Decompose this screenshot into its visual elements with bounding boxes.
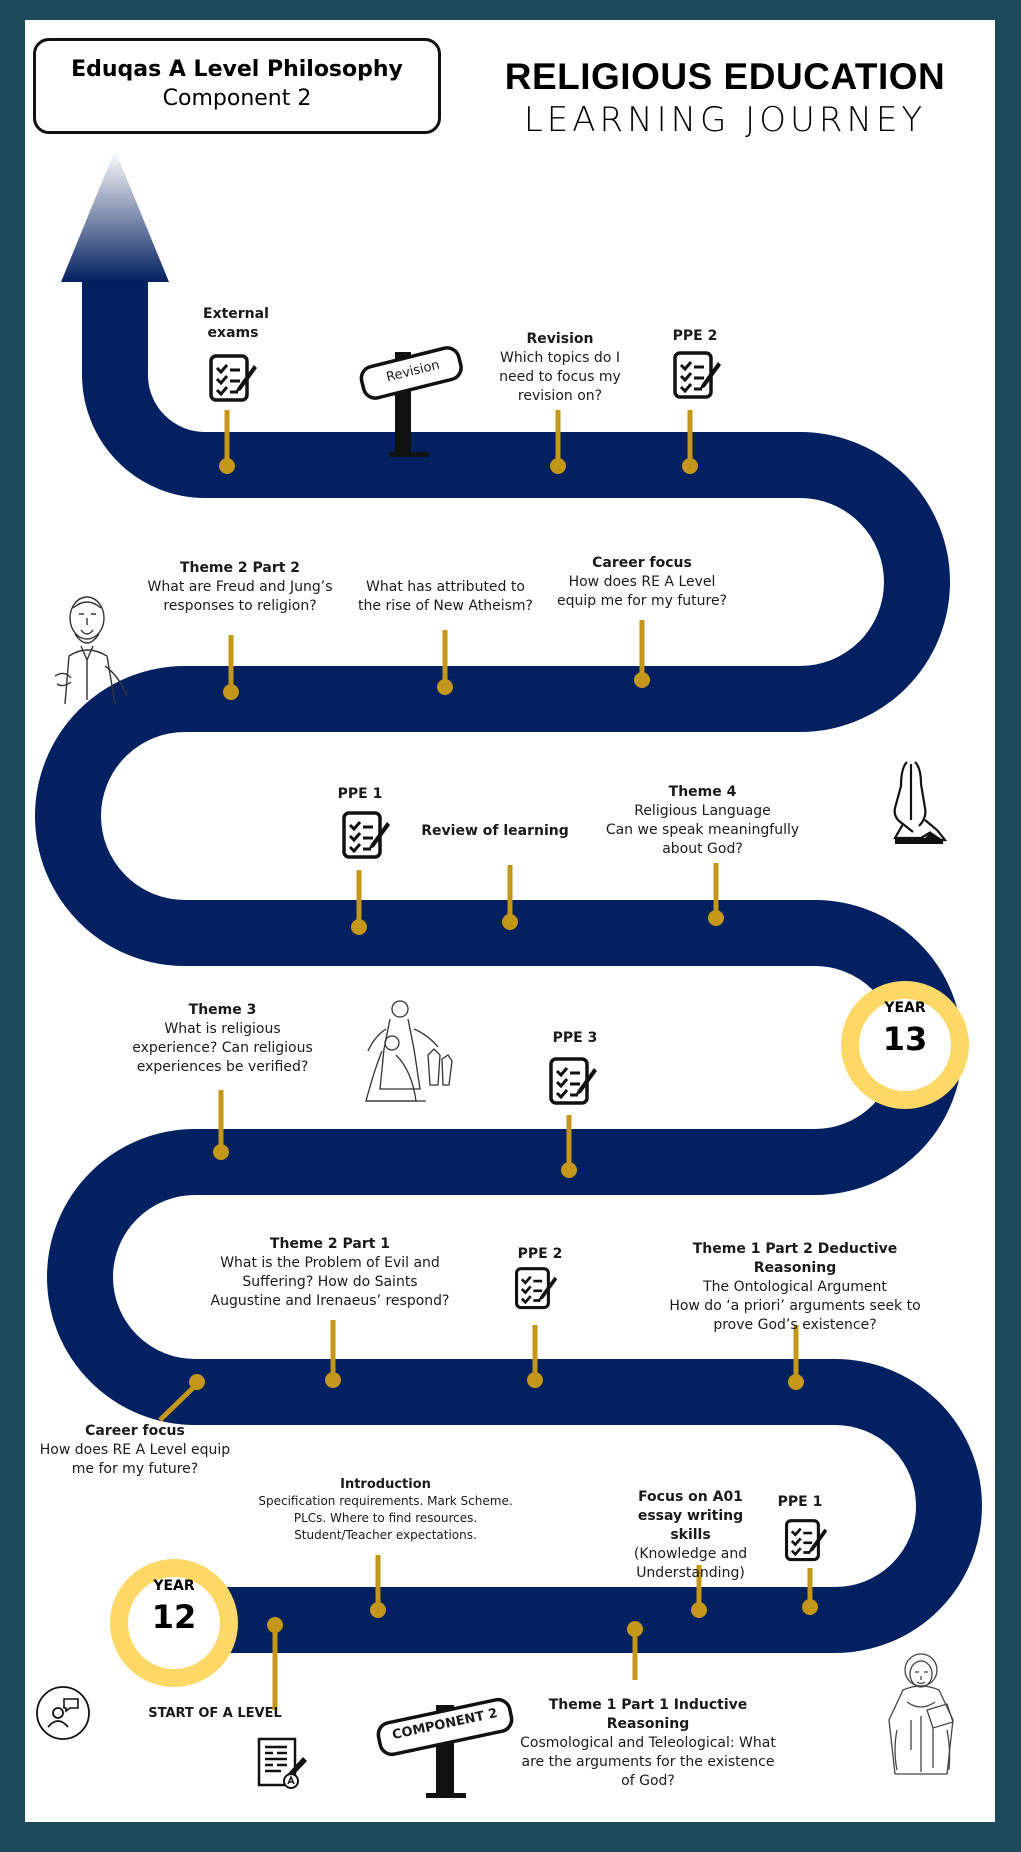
theme1-part2-milestone: Theme 1 Part 2 Deductive Reasoning The O… [655, 1240, 935, 1335]
ppe2-year12-label: PPE 2 [517, 1246, 563, 1262]
theme2-part1-text: What is the Problem of Evil and Sufferin… [210, 1255, 450, 1309]
praying-hands-icon [893, 761, 948, 844]
career-focus-year13: Career focus How does RE A Level equip m… [547, 554, 737, 611]
signpost-icon [376, 1697, 514, 1798]
freud-portrait-icon [54, 596, 128, 704]
introduction-milestone: Introduction Specification requirements.… [258, 1476, 513, 1544]
page-title-line1: RELIGIOUS EDUCATION [504, 56, 946, 97]
signpost-icon [359, 346, 463, 457]
theme4-milestone: Theme 4 Religious Language Can we speak … [595, 783, 810, 859]
review-of-learning-label: Review of learning [421, 823, 569, 839]
ppe3-label: PPE 3 [552, 1030, 598, 1046]
year12-label: YEAR [153, 1578, 195, 1594]
career-focus-year12: Career focus How does RE A Level equip m… [30, 1422, 240, 1479]
theme1-part1-title: Theme 1 Part 1 Inductive Reasoning [548, 1697, 748, 1732]
introduction-title: Introduction [340, 1477, 431, 1492]
year13-label: YEAR [884, 1000, 926, 1016]
a01-focus-title: Focus on A01 essay writing skills [637, 1489, 744, 1543]
year12-badge-ring [110, 1559, 238, 1687]
ppe1-year12-label: PPE 1 [777, 1494, 823, 1510]
external-exams-label: External exams [203, 306, 269, 341]
theme4-line1: Religious Language [634, 803, 771, 819]
career-focus-year12-title: Career focus [85, 1423, 185, 1439]
pins [158, 410, 818, 1710]
theme1-part2-line1: The Ontological Argument [703, 1279, 887, 1295]
introduction-text: Specification requirements. Mark Scheme.… [258, 1494, 513, 1542]
start-of-a-level-label: START OF A LEVEL [148, 1706, 282, 1721]
checklist-icon [549, 1057, 597, 1105]
a01-focus-text: (Knowledge and Understanding) [633, 1546, 748, 1581]
theme1-part1-milestone: Theme 1 Part 1 Inductive Reasoning Cosmo… [518, 1696, 778, 1791]
revision-milestone: Revision Which topics do I need to focus… [493, 330, 627, 406]
ppe1-year13-label: PPE 1 [337, 786, 383, 802]
year13-badge: YEAR 13 [855, 1000, 955, 1058]
checklist-icon [784, 1519, 828, 1562]
checklist-icon [342, 811, 390, 859]
theme4-title: Theme 4 [668, 784, 737, 800]
course-title-box: Eduqas A Level Philosophy Component 2 [33, 38, 441, 134]
checklist-icon [673, 351, 721, 399]
ppe2-year13-label: PPE 2 [672, 328, 718, 344]
theme2-part1-milestone: Theme 2 Part 1 What is the Problem of Ev… [210, 1235, 450, 1311]
page-title-line2: LEARNING JOURNEY [523, 100, 927, 140]
theme2-part2-milestone: Theme 2 Part 2 What are Freud and Jung’s… [135, 559, 345, 616]
new-atheism-text: What has attributed to the rise of New A… [358, 579, 533, 614]
theme3-text: What is religious experience? Can religi… [132, 1021, 313, 1075]
theme4-line2: Can we speak meaningfully about God? [605, 822, 800, 857]
theme2-part2-text: What are Freud and Jung’s responses to r… [147, 579, 333, 614]
contact-chat-icon [36, 1686, 90, 1740]
page-title: RELIGIOUS EDUCATION LEARNING JOURNEY [495, 56, 955, 140]
revision-text: Which topics do I need to focus my revis… [499, 350, 621, 404]
a01-focus-milestone: Focus on A01 essay writing skills (Knowl… [623, 1488, 758, 1583]
course-title: Eduqas A Level Philosophy [71, 57, 403, 82]
career-focus-year13-title: Career focus [592, 555, 692, 571]
year12-badge: YEAR 12 [124, 1578, 224, 1636]
theme2-part2-title: Theme 2 Part 2 [179, 560, 301, 576]
checklist-icon [209, 354, 257, 402]
year12-number: 12 [151, 1598, 197, 1636]
journey-road [35, 150, 982, 1710]
course-subtitle: Component 2 [162, 86, 312, 111]
theme1-part2-title: Theme 1 Part 2 Deductive Reasoning [692, 1241, 898, 1276]
theme1-part1-text: Cosmological and Teleological: What are … [520, 1735, 776, 1789]
theme1-part2-line2: How do ‘a priori’ arguments seek to prov… [669, 1298, 921, 1333]
learning-journey-page: Eduqas A Level Philosophy Component 2 RE… [25, 20, 995, 1822]
career-focus-year13-text: How does RE A Level equip me for my futu… [556, 574, 728, 609]
year13-badge-ring [841, 981, 969, 1109]
exam-paper-icon [257, 1737, 307, 1789]
saint-portrait-icon [888, 1653, 954, 1775]
religious-figures-icon [365, 1000, 453, 1102]
theme3-milestone: Theme 3 What is religious experience? Ca… [125, 1001, 320, 1077]
revision-title: Revision [526, 331, 594, 347]
theme2-part1-title: Theme 2 Part 1 [269, 1236, 391, 1252]
arrow-up-icon [61, 150, 169, 282]
career-focus-year12-text: How does RE A Level equip me for my futu… [39, 1442, 231, 1477]
road-path [35, 275, 982, 1653]
theme3-title: Theme 3 [188, 1002, 257, 1018]
checklist-icon [514, 1267, 558, 1310]
year13-number: 13 [882, 1020, 928, 1058]
